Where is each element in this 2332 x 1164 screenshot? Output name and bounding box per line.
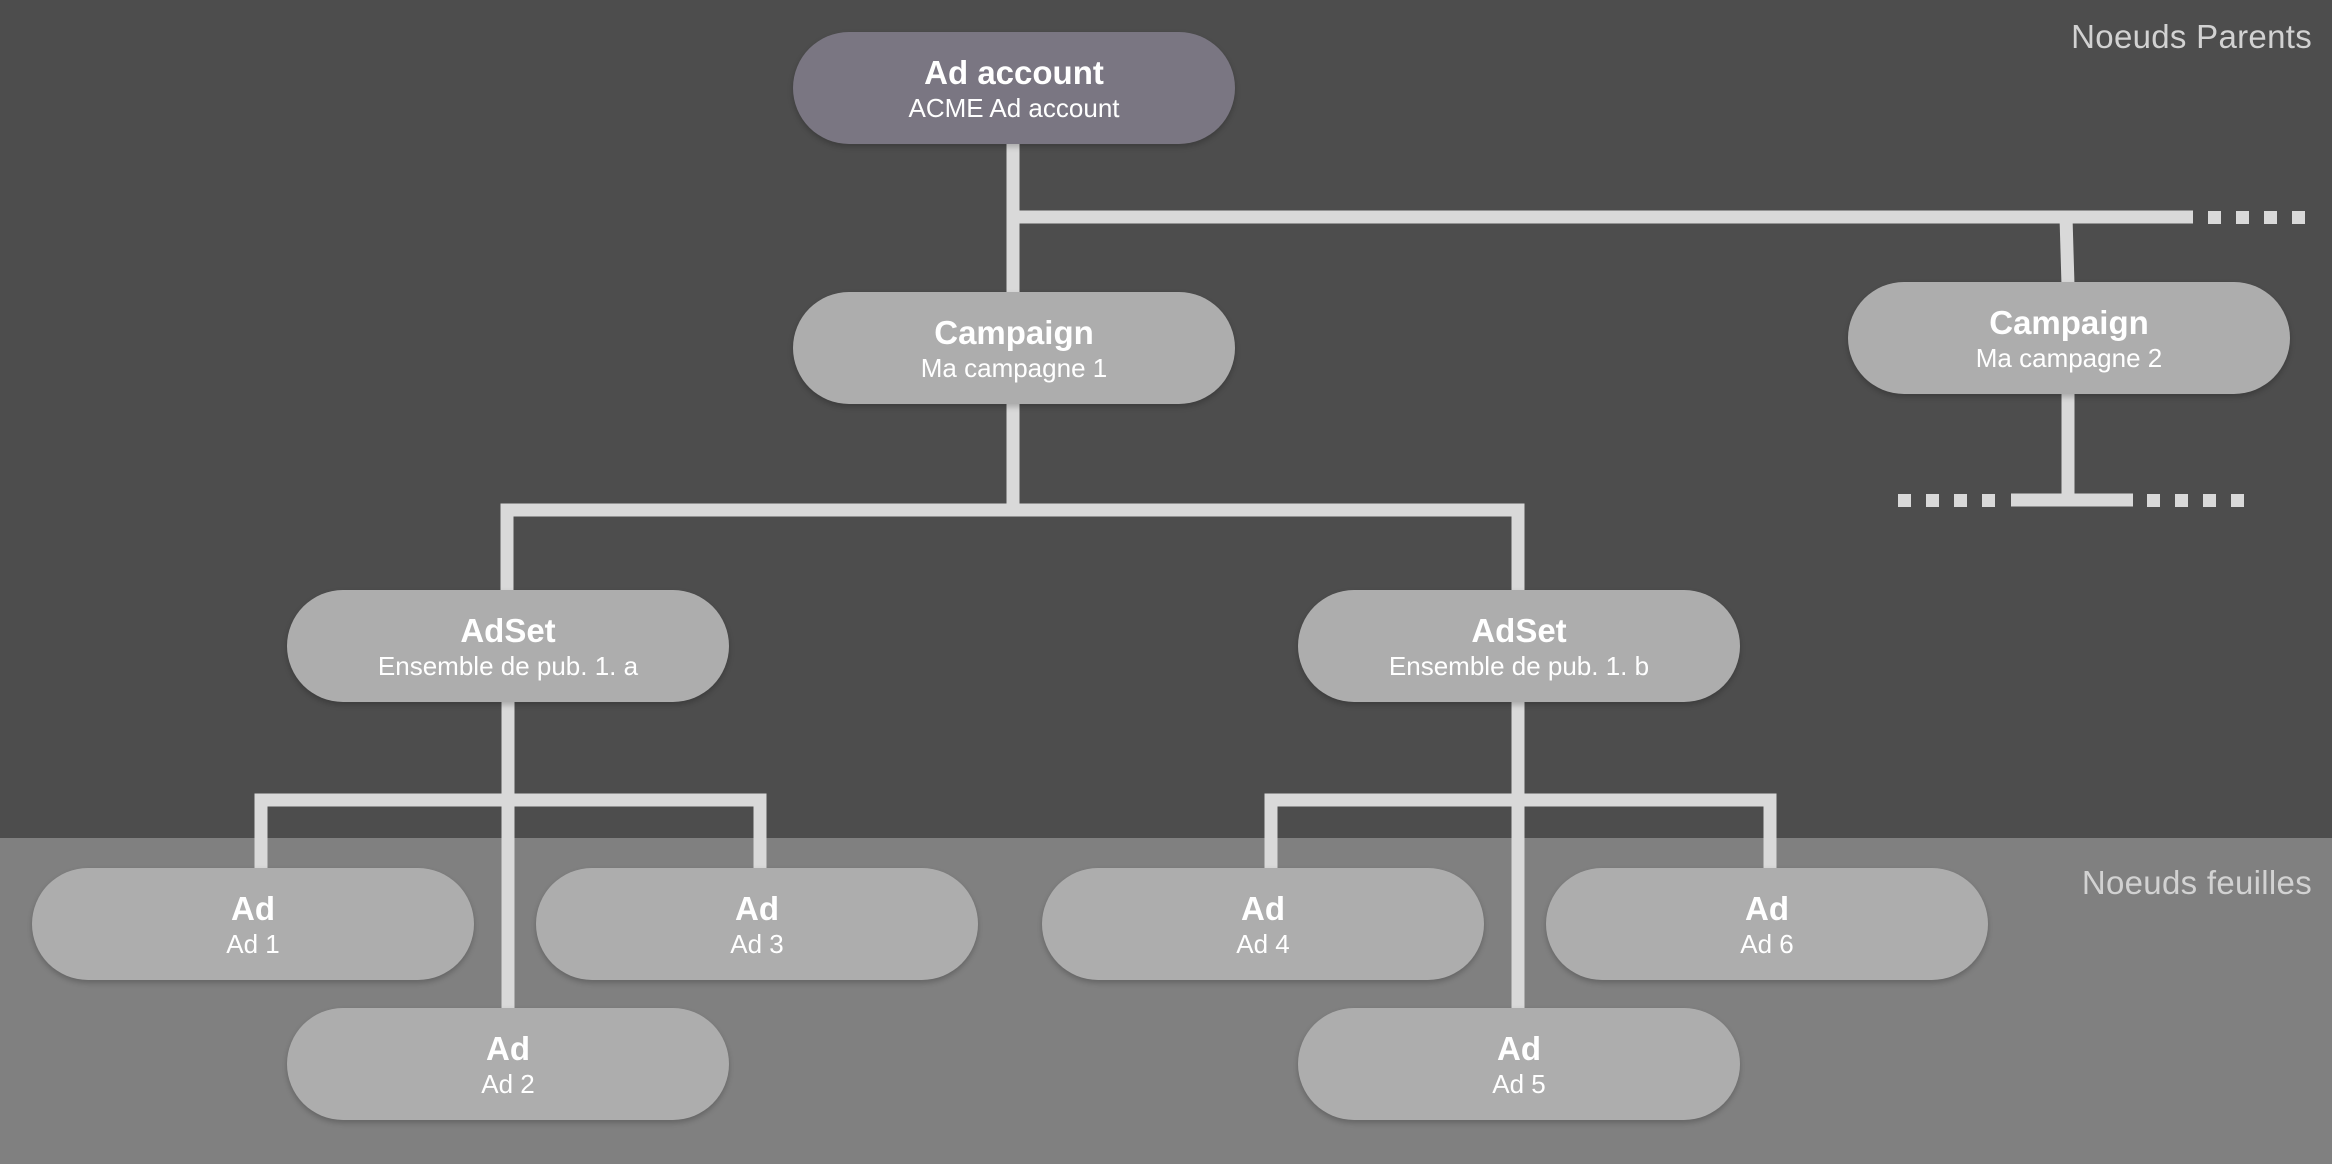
- node-name: Ad 6: [1740, 929, 1794, 959]
- adset-node[interactable]: AdSet Ensemble de pub. 1. b: [1298, 590, 1740, 702]
- continuation-dot: [2231, 494, 2244, 507]
- edge-campaign-1-branch: [500, 503, 1525, 592]
- edge-adset-1b-branch: [1264, 793, 1777, 868]
- campaign-node[interactable]: Campaign Ma campagne 2: [1848, 282, 2290, 394]
- continuation-dot: [1954, 494, 1967, 507]
- node-type: Campaign: [1989, 304, 2149, 341]
- node-type: AdSet: [1471, 612, 1567, 649]
- edge-adset-1a-branch: [254, 793, 767, 868]
- node-name: Ensemble de pub. 1. b: [1388, 651, 1650, 681]
- ad-node[interactable]: Ad Ad 4: [1042, 868, 1484, 980]
- node-type: Ad: [1241, 890, 1285, 927]
- continuation-dot: [2175, 494, 2188, 507]
- node-name: Ad 4: [1236, 929, 1290, 959]
- node-type: Ad: [486, 1030, 530, 1067]
- node-name: ACME Ad account: [908, 93, 1120, 123]
- node-type: Ad: [231, 890, 275, 927]
- ad-node[interactable]: Ad Ad 2: [287, 1008, 729, 1120]
- edge-account-campaign-2: [2059, 216, 2075, 286]
- ad-node[interactable]: Ad Ad 5: [1298, 1008, 1740, 1120]
- continuation-dot: [2236, 211, 2249, 224]
- node-name: Ad 2: [481, 1069, 535, 1099]
- parent-nodes-label: Noeuds Parents: [2071, 18, 2312, 55]
- node-name: Ma campagne 2: [1975, 343, 2163, 373]
- continuation-dot: [1982, 494, 1995, 507]
- node-type: Ad: [1497, 1030, 1541, 1067]
- ad-node[interactable]: Ad Ad 6: [1546, 868, 1988, 980]
- continuation-dot: [2208, 211, 2221, 224]
- node-name: Ma campagne 1: [920, 353, 1108, 383]
- campaign-node[interactable]: Campaign Ma campagne 1: [793, 292, 1235, 404]
- continuation-dot: [2147, 494, 2160, 507]
- node-name: Ad 3: [730, 929, 784, 959]
- node-type: Campaign: [934, 314, 1094, 351]
- node-type: Ad: [735, 890, 779, 927]
- continuation-dot: [2264, 211, 2277, 224]
- ad-node[interactable]: Ad Ad 3: [536, 868, 978, 980]
- node-type: Ad account: [924, 54, 1104, 91]
- ad-node[interactable]: Ad Ad 1: [32, 868, 474, 980]
- adset-node[interactable]: AdSet Ensemble de pub. 1. a: [287, 590, 729, 702]
- leaf-nodes-label: Noeuds feuilles: [2081, 864, 2312, 901]
- continuation-dot: [1926, 494, 1939, 507]
- node-type: AdSet: [460, 612, 556, 649]
- continuation-dot: [2292, 211, 2305, 224]
- node-name: Ad 1: [226, 929, 280, 959]
- node-type: Ad: [1745, 890, 1789, 927]
- node-name: Ensemble de pub. 1. a: [377, 651, 639, 681]
- node-name: Ad 5: [1492, 1069, 1546, 1099]
- continuation-dot: [2203, 494, 2216, 507]
- continuation-dot: [1898, 494, 1911, 507]
- ad-account-node[interactable]: Ad account ACME Ad account: [793, 32, 1235, 144]
